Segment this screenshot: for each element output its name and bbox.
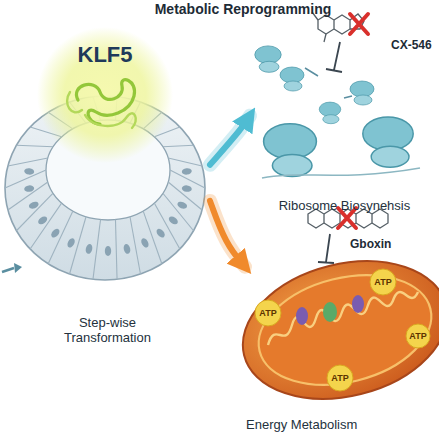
node-box: Energy Metabolism xyxy=(245,256,439,434)
cell-nucleus xyxy=(155,227,166,239)
klf5-glow xyxy=(37,27,173,163)
ribosome xyxy=(280,67,304,91)
cell-wall xyxy=(154,203,179,249)
cell-nucleus xyxy=(181,185,192,193)
cell-wall xyxy=(30,203,61,249)
cell-nucleus xyxy=(24,185,35,193)
node-box: Step-wise Transformation xyxy=(5,90,210,348)
mitochondrion xyxy=(228,241,439,419)
flow-arrow xyxy=(210,116,250,165)
node-label: Energy Metabolism xyxy=(246,417,357,433)
cell-wall xyxy=(130,217,140,274)
cell-nucleus xyxy=(28,200,40,210)
node-label: Step-wise Transformation xyxy=(49,315,167,346)
inhibit-line xyxy=(326,42,342,72)
ribosome xyxy=(319,102,341,124)
ribosome xyxy=(363,117,413,167)
node-label: KLF5 xyxy=(78,42,133,68)
cell-wall xyxy=(163,193,194,231)
cell-nucleus xyxy=(140,237,150,249)
node-label: Ribosome Biosynehsis xyxy=(279,198,411,214)
ribosome xyxy=(264,124,317,177)
atp-label: ATP xyxy=(405,331,431,341)
entry-arrow xyxy=(2,263,22,273)
atp-label: ATP xyxy=(370,277,396,287)
drug-label: CX-546 xyxy=(391,39,432,53)
cell-wall xyxy=(143,211,162,264)
node-box: Ribosome Biosynehsis xyxy=(250,40,439,216)
ribosome xyxy=(350,81,374,105)
cell-nucleus xyxy=(37,215,49,226)
cell-wall xyxy=(48,211,73,264)
cell-wall xyxy=(168,158,202,166)
connector-glow xyxy=(210,116,250,165)
drug-label: Gboxin xyxy=(350,238,391,252)
cell-wall xyxy=(93,220,101,280)
node-box: KLF5 xyxy=(45,36,165,148)
cell-nucleus xyxy=(123,243,132,254)
flow-arrow xyxy=(210,201,245,267)
cell-nucleus xyxy=(24,168,35,176)
cell-nucleus xyxy=(167,215,179,226)
cell-nucleus xyxy=(66,237,76,249)
inhibit-x xyxy=(350,14,368,34)
cell-nucleus xyxy=(176,200,188,210)
cell-wall xyxy=(8,182,48,210)
cell-nucleus xyxy=(105,246,111,256)
cell-nucleus xyxy=(50,227,61,239)
mrna-strand xyxy=(262,168,420,178)
inhibit-line xyxy=(318,234,334,263)
cell-nucleus xyxy=(181,168,192,176)
cell-wall xyxy=(115,220,117,280)
connector-glow xyxy=(210,201,245,267)
cell-wall xyxy=(8,158,48,166)
cell-wall xyxy=(16,193,53,231)
atp-label: ATP xyxy=(327,373,353,383)
cell-nucleus xyxy=(85,243,94,254)
atp-label: ATP xyxy=(255,308,281,318)
ribosome xyxy=(255,46,281,72)
ribosomes xyxy=(255,46,420,178)
assembly-arrow xyxy=(305,68,352,98)
title: Metabolic Reprogramming xyxy=(92,1,394,17)
cell-wall xyxy=(16,145,53,147)
cell-wall xyxy=(163,145,194,147)
